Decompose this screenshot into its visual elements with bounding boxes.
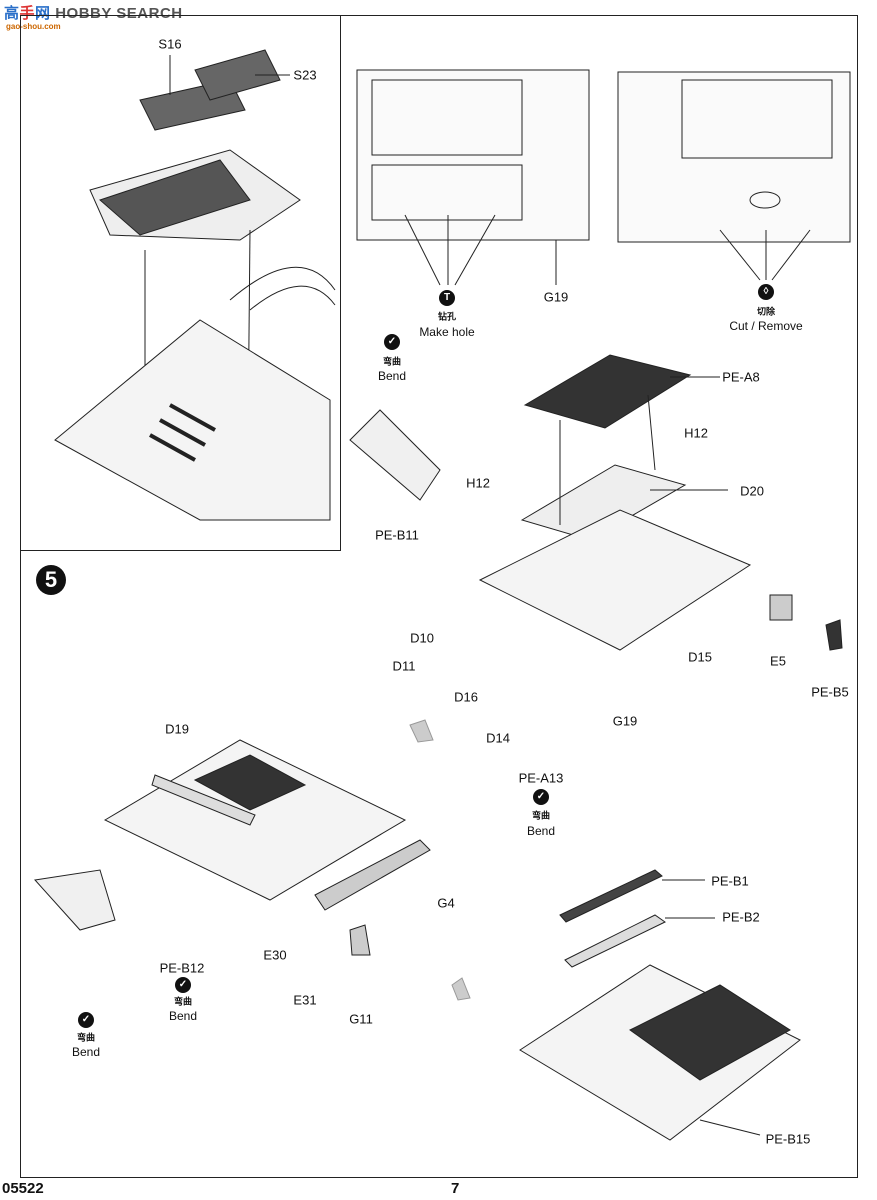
- part-label-d10: D10: [410, 630, 434, 646]
- part-label-pe-a13: PE-A13: [518, 770, 564, 786]
- watermark-url: gao-shou.com: [6, 22, 61, 31]
- bend-cn: 弯曲: [382, 356, 402, 367]
- bend-icon: ✓: [533, 789, 549, 805]
- direction-arrows: [409, 719, 471, 1001]
- bend-label: Bend: [71, 1045, 101, 1059]
- part-label-e30: E30: [263, 947, 287, 963]
- part-label-s23: S23: [293, 67, 317, 83]
- g19-bottom-view: [617, 71, 851, 281]
- part-label-pe-a8: PE-A8: [722, 369, 760, 385]
- part-label-d16: D16: [454, 689, 478, 705]
- page-number: 7: [451, 1180, 460, 1197]
- kit-code: 05522: [2, 1180, 44, 1197]
- part-label-h12: H12: [466, 475, 490, 491]
- ammo-rack-drawing: [89, 49, 301, 470]
- drill-icon: T: [439, 290, 455, 306]
- part-label-d11: D11: [392, 658, 416, 674]
- part-label-d20: D20: [740, 483, 764, 499]
- part-label-e5: E5: [770, 653, 786, 669]
- bend-cn: 弯曲: [173, 996, 193, 1007]
- lower-right-assembly-drawing: [519, 869, 801, 1141]
- part-label-g11: G11: [349, 1011, 373, 1027]
- cut-icon: ◊: [758, 284, 774, 300]
- part-label-pe-b12: PE-B12: [159, 960, 205, 976]
- part-label-g19: G19: [612, 713, 638, 729]
- step-number: 5: [36, 565, 66, 595]
- cut-remove-cn: 切除: [756, 306, 776, 317]
- part-label-g19-top: G19: [543, 289, 569, 305]
- watermark-logo: 高手网 HOBBY SEARCH: [4, 5, 183, 22]
- part-label-s16: S16: [158, 36, 182, 52]
- part-label-d19: D19: [165, 721, 189, 737]
- bend-label: Bend: [168, 1009, 198, 1023]
- make-hole-cn: 钻孔: [437, 311, 457, 322]
- part-label-d14: D14: [486, 730, 510, 746]
- bend-icon: ✓: [78, 1012, 94, 1028]
- bend-cn: 弯曲: [531, 810, 551, 821]
- part-label-g4: G4: [437, 895, 455, 911]
- g19-top-view: [356, 69, 590, 286]
- part-label-e31: E31: [293, 992, 317, 1008]
- bend-label: Bend: [526, 824, 556, 838]
- lower-left-assembly-drawing: [34, 739, 431, 956]
- part-label-pe-b11: PE-B11: [375, 527, 419, 543]
- main-assembly-drawing: [349, 354, 843, 651]
- page-frame: [20, 15, 858, 1178]
- part-label-pe-b5: PE-B5: [811, 684, 849, 700]
- part-label-pe-b1: PE-B1: [711, 873, 749, 889]
- bend-cn: 弯曲: [76, 1032, 96, 1043]
- part-label-d15: D15: [688, 649, 712, 665]
- part-label-pe-b15: PE-B15: [765, 1131, 811, 1147]
- cut-remove-label: Cut / Remove: [729, 319, 803, 333]
- bend-icon: ✓: [175, 977, 191, 993]
- bend-icon: ✓: [384, 334, 400, 350]
- make-hole-label: Make hole: [419, 325, 475, 339]
- part-label-pe-b2: PE-B2: [722, 909, 760, 925]
- part-label-h12: H12: [684, 425, 708, 441]
- bend-label: Bend: [377, 369, 407, 383]
- inset-panel: [20, 15, 341, 551]
- hull-floor-drawing: [54, 266, 336, 521]
